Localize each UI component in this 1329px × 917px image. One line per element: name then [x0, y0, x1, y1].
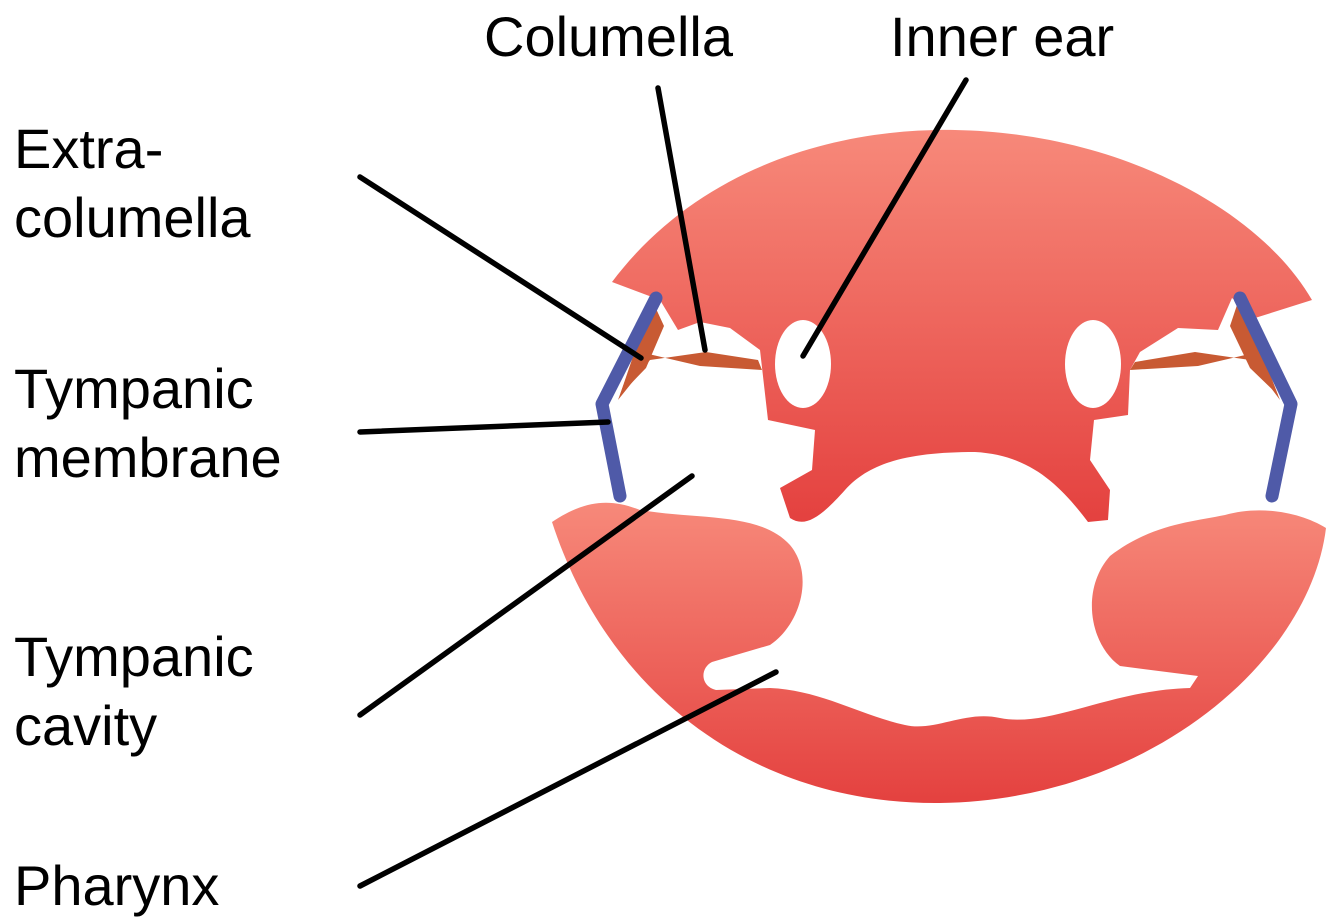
label-tympanic-membrane-line2: membrane — [14, 426, 282, 489]
inner-ear-right — [1065, 320, 1121, 408]
label-inner-ear: Inner ear — [890, 5, 1114, 68]
label-extracolumella-line2: columella — [14, 186, 251, 249]
label-columella: Columella — [484, 5, 734, 68]
leader-pharynx — [360, 672, 776, 886]
label-tympanic-membrane-line1: Tympanic — [14, 357, 254, 420]
leader-tympanic-membrane — [360, 422, 608, 432]
head-tissue — [552, 130, 1326, 803]
lower-tissue — [552, 503, 1326, 803]
upper-tissue — [612, 130, 1312, 522]
tympanic-membrane-left — [602, 298, 656, 496]
label-extracolumella-line1: Extra- — [14, 117, 163, 180]
leader-extracolumella — [360, 177, 641, 358]
label-tympanic-cavity-line2: cavity — [14, 694, 157, 757]
label-pharynx: Pharynx — [14, 854, 219, 917]
tympanic-membrane-right — [1240, 298, 1291, 496]
label-tympanic-cavity-line1: Tympanic — [14, 625, 254, 688]
inner-ear-left — [775, 320, 831, 408]
